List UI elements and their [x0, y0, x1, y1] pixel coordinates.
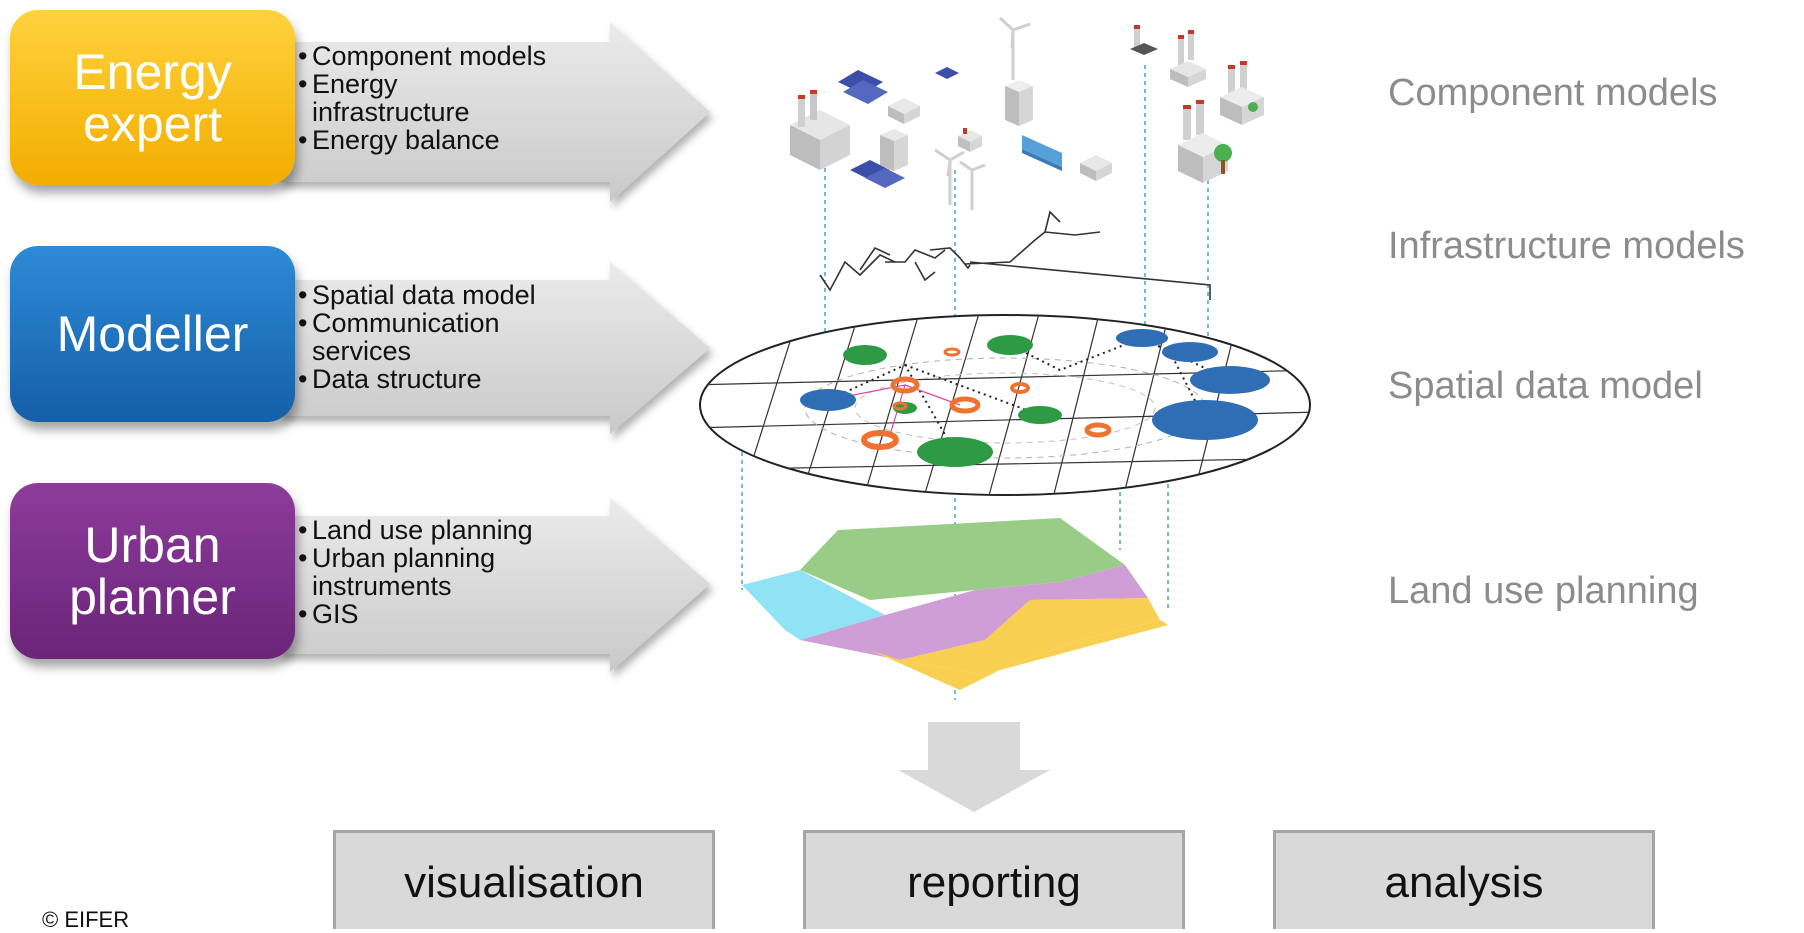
- role-box-energy-expert: Energy expert: [10, 10, 295, 185]
- coal-plant-icon: [1130, 25, 1206, 87]
- output-box-visualisation: visualisation: [333, 830, 715, 929]
- bullet-item: •Land use planning: [298, 515, 533, 545]
- bullet-item: •GIS: [298, 599, 359, 629]
- role-title: Modeller: [56, 306, 249, 362]
- power-plant-icon: [1178, 100, 1232, 183]
- role-box-urban-planner: Urban planner: [10, 483, 295, 659]
- output-label: reporting: [907, 858, 1081, 907]
- battery-icon: [958, 128, 982, 152]
- component-icons: [790, 16, 1264, 210]
- role-box-modeller: Modeller: [10, 246, 295, 422]
- layer-label-component-models: Component models: [1388, 72, 1718, 114]
- role-title: Energy expert: [73, 43, 232, 152]
- factory-icon: [790, 90, 850, 170]
- land-use-map: [742, 518, 1168, 690]
- output-box-analysis: analysis: [1273, 830, 1655, 929]
- role-arrow-energy-expert: [280, 22, 710, 672]
- infrastructure-network: [819, 210, 1211, 300]
- layer-label-infrastructure-models: Infrastructure models: [1388, 225, 1745, 267]
- down-arrow: [898, 722, 1050, 812]
- bullet-item: •Data structure: [298, 364, 482, 394]
- wind-turbine-icon: [934, 16, 1031, 210]
- layer-label-spatial-data-model: Spatial data model: [1388, 365, 1703, 407]
- solar-panel-icon: [935, 67, 959, 79]
- office-tower-icon: [1005, 80, 1033, 126]
- output-label: visualisation: [404, 858, 644, 907]
- bullet-item: •Component models: [298, 41, 547, 71]
- copyright-notice: © EIFER: [42, 907, 130, 932]
- building-icon: [1080, 155, 1112, 181]
- bullet-item: •Energy balance: [298, 125, 500, 155]
- spatial-disc: [699, 314, 1311, 496]
- role-title: Urban planner: [69, 517, 236, 625]
- recycling-plant-icon: [1220, 61, 1264, 125]
- output-box-reporting: reporting: [803, 830, 1185, 929]
- layer-label-land-use-planning: Land use planning: [1388, 570, 1699, 612]
- solar-panel-icon: [838, 70, 888, 104]
- building-icon: [888, 98, 920, 124]
- output-label: analysis: [1384, 858, 1544, 907]
- building-icon: [880, 129, 908, 171]
- bullet-item: •Spatial data model: [298, 280, 536, 310]
- hydro-dam-icon: [1022, 135, 1062, 171]
